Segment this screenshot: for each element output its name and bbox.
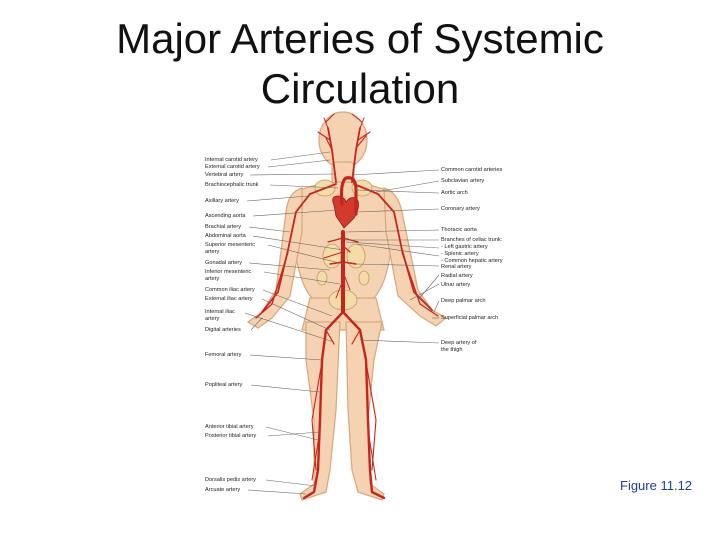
label-abdominal-aorta: Abdominal aorta [205, 233, 246, 239]
heart [332, 195, 359, 229]
label-brachiocephalic-trunk: Brachiocephalic trunk [205, 182, 259, 188]
label-superficial-palmar-arch: Superficial palmar arch [441, 315, 499, 321]
label-ulnar-artery: Ulnar artery [441, 282, 471, 288]
title-line-1: Major Arteries of Systemic [116, 15, 604, 62]
figure-caption: Figure 11.12 [620, 478, 693, 493]
label-popliteal-artery: Popliteal artery [205, 382, 243, 388]
label-radial-artery: Radial artery [441, 273, 473, 279]
label-gonadal-artery: Gonadal artery [205, 260, 243, 266]
title-line-2: Circulation [260, 65, 460, 112]
label-external-carotid-artery: External carotid artery [205, 164, 260, 170]
label-coronary-artery: Coronary artery [441, 206, 480, 212]
leader-lines [244, 151, 440, 495]
label-common-carotid-arteries: Common carotid arteries [441, 167, 503, 173]
label-arcuate-artery: Arcuate artery [205, 487, 241, 493]
label-posterior-tibial-artery: Posterior tibial artery [205, 433, 257, 439]
label-internal-carotid-artery: Internal carotid artery [205, 157, 258, 163]
label-axillary-artery: Axillary artery [205, 198, 239, 204]
label-subclavian-artery: Subclavian artery [441, 178, 485, 184]
label-external-iliac-artery: External iliac artery [205, 296, 253, 302]
label-anterior-tibial-artery: Anterior tibial artery [205, 424, 254, 430]
label-thoracic-aorta: Thoracic aorta [441, 227, 477, 233]
label-vertebral-artery: Vertebral artery [205, 172, 244, 178]
label-femoral-artery: Femoral artery [205, 352, 242, 358]
label-aortic-arch: Aortic arch [441, 190, 468, 196]
label-renal-artery: Renal artery [441, 264, 472, 270]
label-common-iliac-artery: Common iliac artery [205, 287, 255, 293]
label-digital-arteries: Digital arteries [205, 327, 241, 333]
slide-title: Major Arteries of Systemic Circulation [0, 14, 720, 114]
label-deep-palmar-arch: Deep palmar arch [441, 298, 486, 304]
label-branches-of-celiac-trunk: Branches of celiac trunk:- Left gastric … [441, 237, 503, 264]
label-dorsalis-pedis-artery: Dorsalis pedis artery [205, 477, 256, 483]
label-ascending-aorta: Ascending aorta [205, 213, 246, 219]
label-brachial-artery: Brachial artery [205, 224, 242, 230]
